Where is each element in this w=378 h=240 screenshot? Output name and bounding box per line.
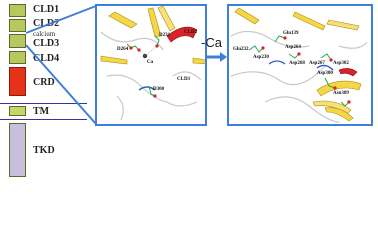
cld4-domain-box xyxy=(9,51,26,64)
calcium-label: calcium xyxy=(33,30,56,38)
cld1-label: CLD1 xyxy=(33,4,60,15)
cld1-domain-box xyxy=(9,4,26,17)
left-cld2-label: CLD2 xyxy=(184,30,198,35)
asp300-label: Asp300 xyxy=(317,71,333,76)
asn309-label: Asn309 xyxy=(333,91,349,96)
cld2-label: CLD2 xyxy=(33,18,60,29)
d231-label: D231 xyxy=(159,33,171,38)
glu139-label: Glu139 xyxy=(283,31,299,36)
asp302-label: Asp302 xyxy=(333,61,349,66)
tm-label: TM xyxy=(33,106,50,117)
left-structure-panel: CLD2 CLD3 D231 D264 Ca D300 xyxy=(95,4,207,126)
cld4-label: CLD4 xyxy=(33,53,60,64)
left-structure-drawing: CLD2 CLD3 D231 D264 Ca D300 xyxy=(100,6,205,121)
asp264-label: Asp264 xyxy=(285,45,301,50)
glu232-label: Glu232 xyxy=(233,47,249,52)
cld3-label: CLD3 xyxy=(33,38,60,49)
right-structure-drawing: Glu232 Asp230 Glu139 Asp264 Asp268 Asp26… xyxy=(230,7,368,123)
ca-label: Ca xyxy=(147,60,154,65)
tm-domain-box xyxy=(9,106,26,116)
membrane-line-bottom xyxy=(0,119,87,120)
membrane-line-top xyxy=(0,103,87,104)
transition-arrow-icon xyxy=(207,52,227,62)
right-structure-panel: Glu232 Asp230 Glu139 Asp264 Asp268 Asp26… xyxy=(227,4,373,126)
d264-label: D264 xyxy=(117,47,129,52)
d300-label: D300 xyxy=(153,87,165,92)
asp267-label: Asp267 xyxy=(309,61,325,66)
asp268-label: Asp268 xyxy=(289,61,305,66)
tkd-label: TKD xyxy=(33,145,55,156)
asp230-label: Asp230 xyxy=(253,55,269,60)
transition-label: -Ca xyxy=(201,35,222,50)
left-cld3-label: CLD3 xyxy=(177,77,191,82)
cld2-domain-box xyxy=(9,19,26,32)
tkd-domain-box xyxy=(9,123,26,177)
crd-domain-box xyxy=(9,67,26,96)
cld3-domain-box xyxy=(9,34,26,48)
crd-label: CRD xyxy=(33,77,55,88)
zoom-connector-lines xyxy=(25,5,97,125)
